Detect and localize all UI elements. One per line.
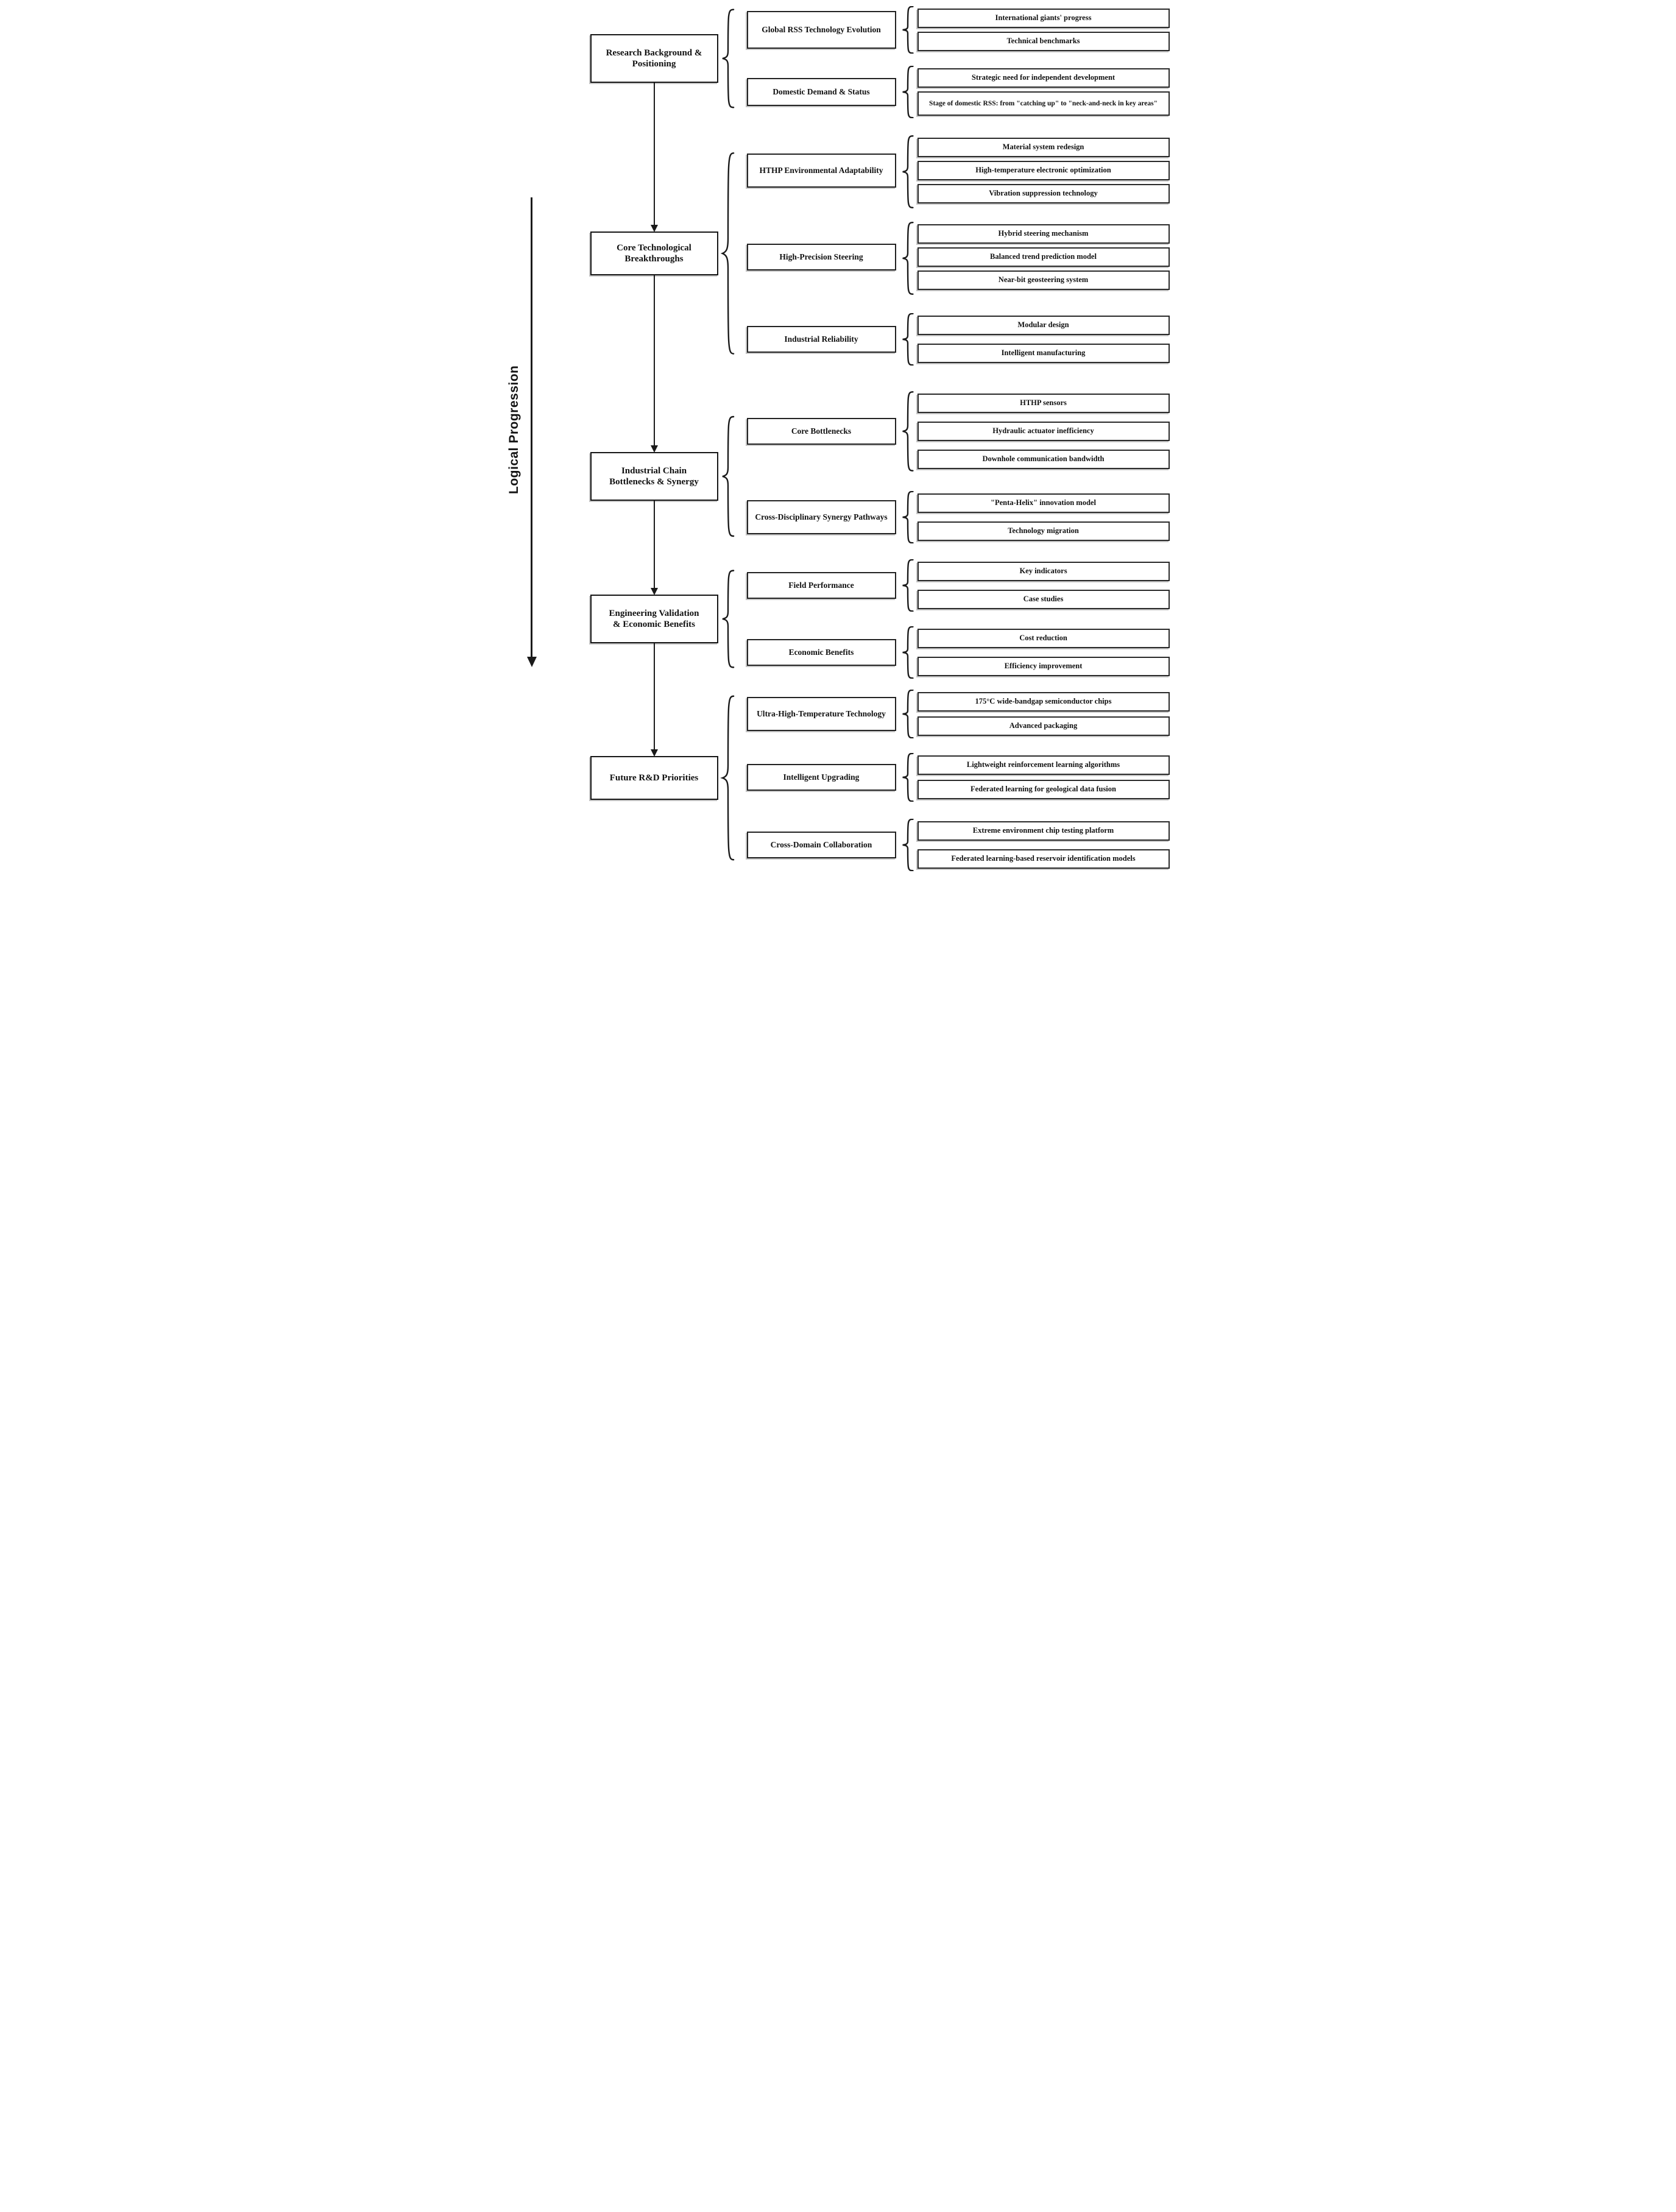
connector-line-3 xyxy=(653,501,655,588)
logical-progression-diagram: Logical Progression Research Background … xyxy=(503,0,1173,885)
leaf-box-strategic-need: Strategic need for independent developme… xyxy=(917,68,1170,88)
axis-label: Logical Progression xyxy=(506,365,521,494)
leaf-box-high-temp-electronics: High-temperature electronic optimization xyxy=(917,161,1170,180)
mid-box-economic-benefits: Economic Benefits xyxy=(746,639,896,666)
leaf-box-lightweight-rl: Lightweight reinforcement learning algor… xyxy=(917,755,1170,775)
leaf-box-stage-domestic-rss: Stage of domestic RSS: from "catching up… xyxy=(917,91,1170,116)
leaf-box-intelligent-manufacturing: Intelligent manufacturing xyxy=(917,344,1170,363)
brace-group-3b xyxy=(900,491,915,543)
mid-box-domestic-demand: Domestic Demand & Status xyxy=(746,78,896,106)
mid-box-cross-domain: Cross-Domain Collaboration xyxy=(746,832,896,858)
leaf-box-international-giants: International giants' progress xyxy=(917,9,1170,28)
leaf-box-extreme-chip-testing: Extreme environment chip testing platfor… xyxy=(917,821,1170,841)
mid-box-core-bottlenecks: Core Bottlenecks xyxy=(746,418,896,445)
mid-box-field-performance: Field Performance xyxy=(746,572,896,599)
leaf-box-federated-reservoir: Federated learning-based reservoir ident… xyxy=(917,849,1170,869)
leaf-box-advanced-packaging: Advanced packaging xyxy=(917,716,1170,736)
brace-section-5 xyxy=(720,694,736,861)
brace-group-3a xyxy=(900,391,915,472)
leaf-box-technology-migration: Technology migration xyxy=(917,521,1170,541)
brace-section-1 xyxy=(720,9,736,108)
progression-arrow-head-icon xyxy=(526,657,537,667)
down-arrow-icon-3 xyxy=(650,588,658,595)
leaf-box-wide-bandgap-chips: 175°C wide-bandgap semiconductor chips xyxy=(917,692,1170,712)
leaf-box-balanced-trend-model: Balanced trend prediction model xyxy=(917,247,1170,267)
leaf-box-near-bit-geosteering: Near-bit geosteering system xyxy=(917,270,1170,290)
mid-box-high-precision-steering: High-Precision Steering xyxy=(746,244,896,270)
brace-group-2c xyxy=(900,313,915,366)
leaf-box-hthp-sensors: HTHP sensors xyxy=(917,394,1170,413)
main-box-core-breakthroughs: Core Technological Breakthroughs xyxy=(590,231,718,275)
leaf-box-technical-benchmarks: Technical benchmarks xyxy=(917,32,1170,51)
leaf-box-hydraulic-actuator: Hydraulic actuator inefficiency xyxy=(917,422,1170,441)
leaf-box-efficiency-improvement: Efficiency improvement xyxy=(917,657,1170,676)
connector-line-1 xyxy=(653,83,655,225)
mid-box-cross-disciplinary: Cross-Disciplinary Synergy Pathways xyxy=(746,500,896,534)
brace-group-1a xyxy=(900,6,915,54)
brace-group-4a xyxy=(900,559,915,612)
down-arrow-icon-4 xyxy=(650,749,658,757)
leaf-box-vibration-suppression: Vibration suppression technology xyxy=(917,184,1170,203)
mid-box-industrial-reliability: Industrial Reliability xyxy=(746,326,896,353)
brace-section-2 xyxy=(720,151,736,356)
brace-group-5a xyxy=(900,690,915,738)
progression-arrow-line xyxy=(530,197,532,657)
leaf-box-federated-geo-fusion: Federated learning for geological data f… xyxy=(917,780,1170,799)
leaf-box-penta-helix: "Penta-Helix" innovation model xyxy=(917,493,1170,513)
brace-section-4 xyxy=(720,570,736,668)
connector-line-2 xyxy=(653,275,655,445)
mid-box-global-rss-evolution: Global RSS Technology Evolution xyxy=(746,11,896,49)
mid-box-hthp-adaptability: HTHP Environmental Adaptability xyxy=(746,154,896,188)
main-box-research-background: Research Background & Positioning xyxy=(590,34,718,83)
brace-group-5c xyxy=(900,819,915,871)
leaf-box-key-indicators: Key indicators xyxy=(917,562,1170,581)
brace-group-4b xyxy=(900,626,915,679)
down-arrow-icon-2 xyxy=(650,445,658,453)
main-box-engineering-validation: Engineering Validation & Economic Benefi… xyxy=(590,595,718,643)
main-box-industrial-chain: Industrial Chain Bottlenecks & Synergy xyxy=(590,452,718,501)
leaf-box-case-studies: Case studies xyxy=(917,590,1170,609)
mid-box-ultra-high-temp: Ultra-High-Temperature Technology xyxy=(746,697,896,731)
leaf-box-material-redesign: Material system redesign xyxy=(917,138,1170,157)
mid-box-intelligent-upgrading: Intelligent Upgrading xyxy=(746,764,896,791)
brace-section-3 xyxy=(720,415,736,537)
connector-line-4 xyxy=(653,643,655,749)
main-box-future-rd: Future R&D Priorities xyxy=(590,756,718,800)
leaf-box-cost-reduction: Cost reduction xyxy=(917,629,1170,648)
leaf-box-modular-design: Modular design xyxy=(917,316,1170,335)
brace-group-2b xyxy=(900,222,915,295)
down-arrow-icon-1 xyxy=(650,225,658,232)
brace-group-2a xyxy=(900,135,915,208)
leaf-box-downhole-bandwidth: Downhole communication bandwidth xyxy=(917,450,1170,469)
brace-group-1b xyxy=(900,66,915,118)
brace-group-5b xyxy=(900,753,915,802)
leaf-box-hybrid-steering: Hybrid steering mechanism xyxy=(917,224,1170,244)
